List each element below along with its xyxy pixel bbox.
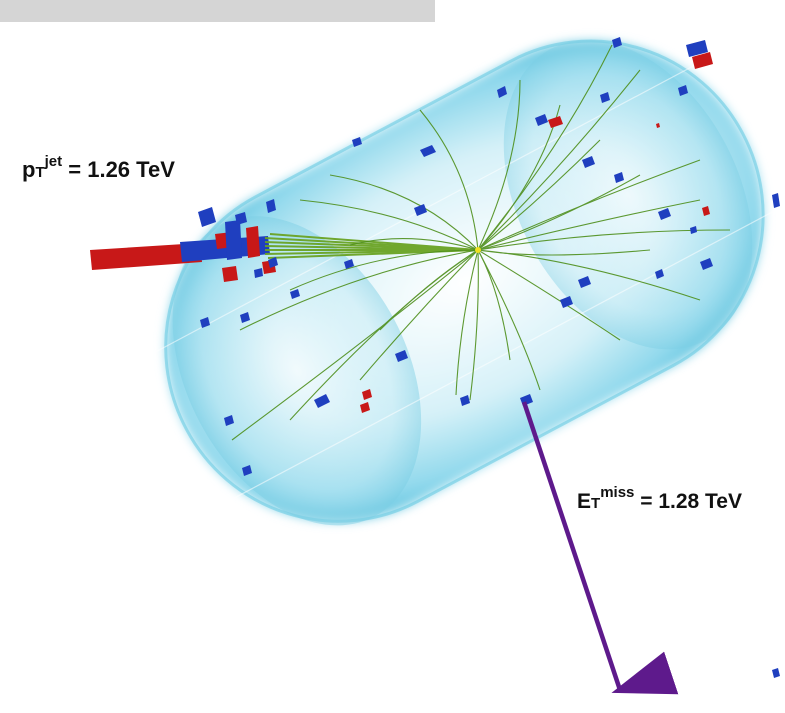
calorimeter-hits — [198, 37, 780, 678]
missing-energy-arrow — [521, 401, 679, 695]
jet-momentum-label: pTjet = 1.26 TeV — [22, 153, 175, 183]
jet-energy-deposit — [90, 220, 276, 282]
met-label-superscript: miss — [600, 484, 635, 501]
missing-energy-label: ETmiss = 1.28 TeV — [577, 484, 742, 514]
top-banner — [0, 0, 435, 22]
jet-tracks — [264, 233, 479, 259]
met-label-prefix: E — [577, 490, 592, 513]
jet-label-subscript: T — [35, 164, 45, 181]
met-label-value: = 1.28 TeV — [640, 490, 742, 513]
particle-tracks — [231, 44, 731, 441]
met-label-subscript: T — [591, 495, 601, 512]
primary-vertex — [475, 247, 481, 253]
jet-label-prefix: p — [22, 157, 36, 182]
jet-label-superscript: jet — [44, 153, 63, 170]
red-hits — [360, 52, 713, 413]
jet-label-value: = 1.26 TeV — [68, 157, 175, 182]
